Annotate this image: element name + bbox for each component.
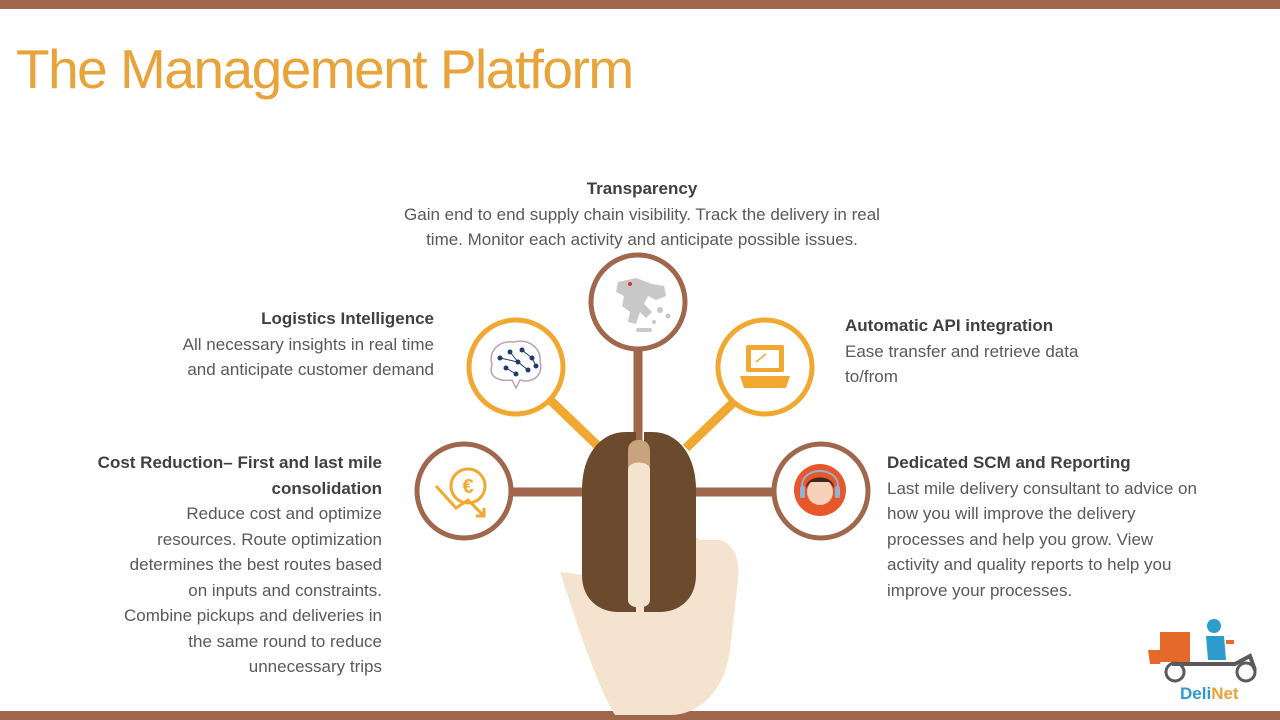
spoke-upper-left [544, 394, 604, 452]
cost-circle [414, 441, 514, 541]
laptop-icon [740, 345, 790, 388]
cost-line-4: on inputs and constraints. [188, 580, 382, 600]
cost-line-7: unnecessary trips [248, 657, 382, 676]
scm-line-1: Last mile delivery consultant to advice … [887, 478, 1197, 498]
top-border [0, 0, 1280, 9]
logistics-block: Logistics Intelligence All necessary ins… [120, 306, 434, 383]
api-line-2: to/from [845, 367, 898, 386]
cost-line-5: Combine pickups and deliveries in [124, 606, 382, 625]
logistics-heading: Logistics Intelligence [261, 309, 434, 328]
scm-block: Dedicated SCM and Reporting Last mile de… [887, 450, 1257, 603]
spoke-upper-right [682, 394, 742, 452]
scm-line-4: activity and quality reports to help you [887, 555, 1172, 574]
cost-heading-line-2: consolidation [271, 478, 383, 498]
api-block: Automatic API integration Ease transfer … [845, 313, 1145, 390]
logo-part-deli: Deli [1180, 684, 1212, 703]
greece-map-icon [616, 278, 671, 332]
cost-line-2: resources. Route optimization [157, 529, 382, 549]
support-agent-icon [794, 464, 846, 516]
transparency-line-1: Gain end to end supply chain visibility.… [404, 204, 880, 224]
transparency-line-2: time. Monitor each activity and anticipa… [426, 230, 858, 249]
scm-heading: Dedicated SCM and Reporting [887, 453, 1131, 472]
euro-down-icon: € [434, 467, 487, 518]
scm-line-3: processes and help you grow. View [887, 529, 1154, 549]
delinet-logo-illustration [1148, 619, 1257, 683]
brain-network-icon [490, 340, 542, 390]
logistics-circle [466, 317, 566, 417]
cost-line-3: determines the best routes based [129, 555, 382, 574]
transparency-block: Transparency Gain end to end supply chai… [360, 176, 924, 253]
scm-line-2: how you will improve the delivery [887, 504, 1136, 523]
mouse-illustration [582, 432, 696, 612]
logistics-line-1: All necessary insights in real time [182, 334, 434, 354]
logo-part-net: Net [1211, 684, 1239, 703]
scm-line-5: improve your processes. [887, 580, 1073, 600]
delinet-logo: DeliNet [1180, 684, 1239, 704]
page-title: The Management Platform [16, 38, 634, 100]
api-heading: Automatic API integration [845, 316, 1054, 335]
api-line-1: Ease transfer and retrieve data [845, 341, 1079, 361]
logistics-line-2: and anticipate customer demand [187, 360, 434, 379]
cost-block: Cost Reduction– First and last mile cons… [60, 450, 382, 680]
cost-heading-line-1: Cost Reduction– First and last mile [97, 453, 382, 472]
transparency-heading: Transparency [586, 179, 698, 198]
cost-line-6: the same round to reduce [188, 631, 382, 651]
svg-text:€: € [462, 476, 473, 498]
cost-line-1: Reduce cost and optimize [186, 504, 382, 523]
bottom-border [0, 711, 1280, 720]
